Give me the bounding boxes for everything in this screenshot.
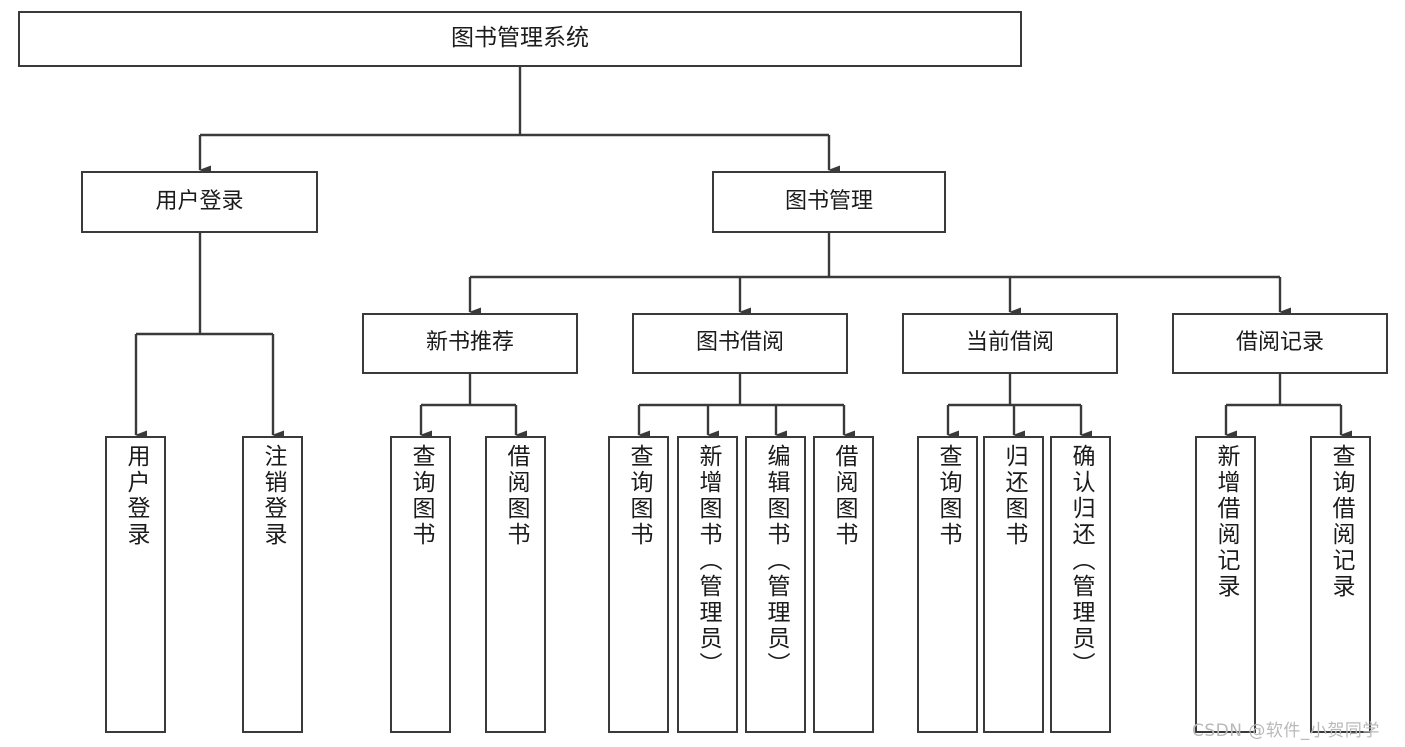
node-label-book-borrow: 图书借阅 — [695, 330, 784, 356]
node-label-leaf-edit-book: 编辑图书（管理员） — [763, 444, 789, 678]
node-label-current-borrow: 当前借阅 — [965, 330, 1054, 356]
node-leaf-borrow-book-2: 借阅图书 — [813, 436, 874, 733]
node-label-leaf-confirm-return: 确认归还（管理员） — [1068, 444, 1094, 678]
node-label-new-book-rec: 新书推荐 — [425, 330, 514, 356]
node-leaf-query-book-2: 查询图书 — [608, 436, 669, 733]
node-leaf-query-book-3: 查询图书 — [917, 436, 978, 733]
node-borrow-record: 借阅记录 — [1172, 313, 1388, 374]
node-label-borrow-record: 借阅记录 — [1235, 330, 1324, 356]
node-leaf-query-record: 查询借阅记录 — [1310, 436, 1371, 733]
node-label-leaf-query-record: 查询借阅记录 — [1328, 444, 1354, 600]
node-label-leaf-add-record: 新增借阅记录 — [1213, 444, 1239, 600]
node-label-book-manage: 图书管理 — [784, 188, 873, 214]
node-leaf-return-book: 归还图书 — [983, 436, 1044, 733]
node-leaf-user-login: 用户登录 — [105, 436, 166, 733]
node-label-leaf-logout: 注销登录 — [260, 444, 286, 548]
node-book-borrow: 图书借阅 — [632, 313, 848, 374]
node-label-leaf-query-book-2: 查询图书 — [626, 444, 652, 548]
node-leaf-borrow-book-1: 借阅图书 — [485, 436, 546, 733]
node-label-leaf-user-login: 用户登录 — [123, 444, 149, 548]
node-book-manage: 图书管理 — [712, 171, 946, 233]
node-label-leaf-borrow-book-1: 借阅图书 — [503, 444, 529, 548]
node-current-borrow: 当前借阅 — [902, 313, 1118, 374]
node-leaf-confirm-return: 确认归还（管理员） — [1050, 436, 1111, 733]
node-user-login: 用户登录 — [81, 171, 318, 233]
node-new-book-rec: 新书推荐 — [362, 313, 578, 374]
node-leaf-add-book: 新增图书（管理员） — [677, 436, 738, 733]
node-root: 图书管理系统 — [18, 11, 1022, 67]
node-label-leaf-borrow-book-2: 借阅图书 — [831, 444, 857, 548]
node-label-leaf-query-book-3: 查询图书 — [935, 444, 961, 548]
node-leaf-edit-book: 编辑图书（管理员） — [745, 436, 806, 733]
node-label-leaf-add-book: 新增图书（管理员） — [695, 444, 721, 678]
node-leaf-add-record: 新增借阅记录 — [1195, 436, 1256, 733]
node-label-root: 图书管理系统 — [451, 25, 589, 52]
node-label-user-login: 用户登录 — [155, 188, 244, 214]
node-label-leaf-return-book: 归还图书 — [1001, 444, 1027, 548]
node-label-leaf-query-book-1: 查询图书 — [408, 444, 434, 548]
node-leaf-query-book-1: 查询图书 — [390, 436, 451, 733]
node-leaf-logout: 注销登录 — [242, 436, 303, 733]
